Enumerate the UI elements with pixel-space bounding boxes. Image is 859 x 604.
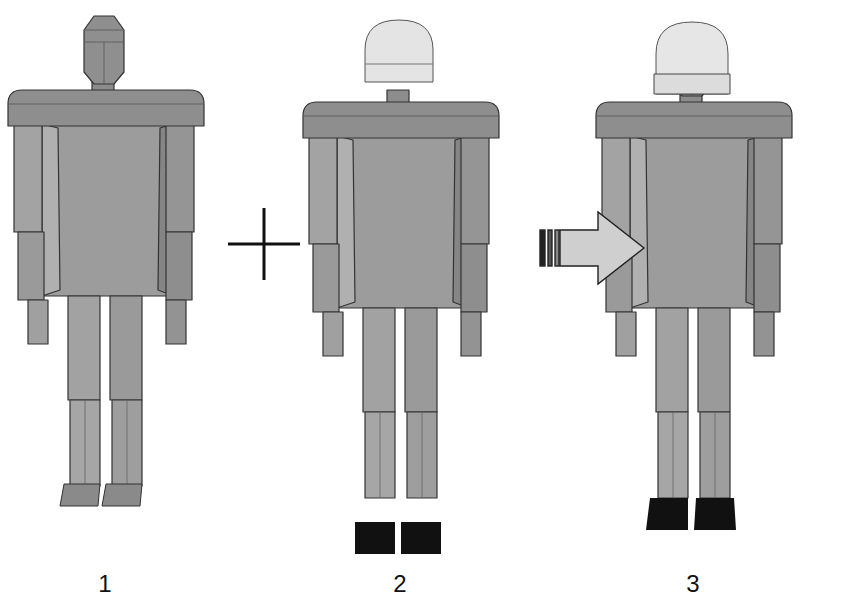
plus-sign [228,208,300,280]
figure-number: 1 [98,572,111,596]
figure-number: 2 [393,572,406,596]
figure-number: 3 [686,572,699,596]
arrow-symbol [540,212,644,284]
